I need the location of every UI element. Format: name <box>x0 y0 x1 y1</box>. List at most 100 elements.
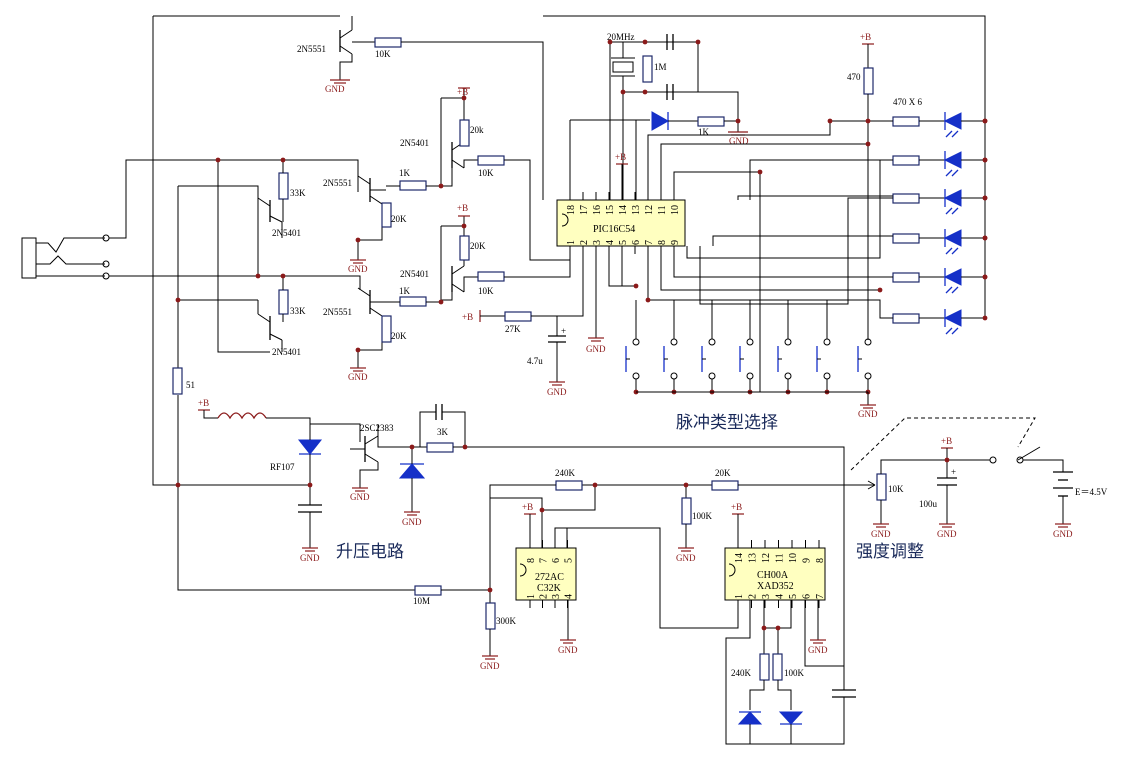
transistor-q-top: 2N5551 GND 10K <box>297 16 544 200</box>
gnd-label: GND <box>547 387 567 397</box>
ic-pin-number: 6 <box>631 240 642 245</box>
ic-pin-number: 18 <box>566 205 577 215</box>
ic-pin-number: 14 <box>618 205 629 215</box>
r-1k-led: 1K <box>698 127 710 137</box>
pulse-key[interactable] <box>663 300 678 395</box>
ic-pin-number: 2 <box>539 594 550 599</box>
u2-line2: C32K <box>537 583 562 594</box>
q-2n5401-d: 2N5401 <box>272 347 301 357</box>
r-1k-a: 1K <box>399 168 411 178</box>
r-20k-b: 20K <box>470 241 486 251</box>
ic-pin-number: 14 <box>734 553 745 563</box>
ic-pin-number: 5 <box>564 558 575 563</box>
r-20k-a2: 20K <box>391 214 407 224</box>
gnd-label: GND <box>300 553 320 563</box>
pulse-key[interactable] <box>816 300 831 395</box>
pulse-key[interactable] <box>857 300 872 395</box>
led-row <box>892 189 988 215</box>
ic-pin-number: 5 <box>788 594 799 599</box>
ic-pin-number: 5 <box>618 240 629 245</box>
ic-pin-number: 2 <box>579 240 590 245</box>
ic-pin-number: 2 <box>748 594 759 599</box>
ic-pin-number: 17 <box>579 205 590 215</box>
ic-pin-number: 4 <box>564 594 575 599</box>
r-240k-a: 240K <box>555 468 576 478</box>
ic-pin-number: 12 <box>761 553 772 563</box>
battery-label: E＝4.5V <box>1075 487 1108 497</box>
audio-jack <box>21 234 110 280</box>
r-33k-a: 33K <box>290 188 306 198</box>
ic-pin-number: 10 <box>788 553 799 563</box>
r-20k-a: 20k <box>470 125 484 135</box>
q-top-label: 2N5551 <box>297 44 326 54</box>
svg-text:+: + <box>951 467 956 477</box>
led-row <box>892 151 988 177</box>
pulse-selector: GND 脉冲类型选择 <box>625 300 878 433</box>
r-20k-b2: 20K <box>391 331 407 341</box>
gnd-label: GND <box>586 344 606 354</box>
plus-b-label: +B <box>198 398 209 408</box>
plus-b-label: +B <box>860 32 871 42</box>
r-10k-pot: 10K <box>888 484 904 494</box>
svg-text:+: + <box>561 326 566 336</box>
r-1k-b: 1K <box>399 286 411 296</box>
gnd-label: GND <box>348 372 368 382</box>
gnd-label: GND <box>1053 529 1073 539</box>
r-240k-b: 240K <box>731 668 752 678</box>
q-2sc2383-label: 2SC2383 <box>360 423 394 433</box>
ic-pin-number: 4 <box>605 240 616 245</box>
pulse-key[interactable] <box>777 300 792 395</box>
plus-b-label: +B <box>462 312 473 322</box>
mcu-name: PIC16C54 <box>593 224 635 235</box>
q-2n5551-a: 2N5551 <box>323 178 352 188</box>
ic-pin-number: 8 <box>657 240 668 245</box>
ic-pin-number: 1 <box>734 594 745 599</box>
r-3k-label: 3K <box>437 427 449 437</box>
pulse-key[interactable] <box>701 300 716 395</box>
gnd-label: GND <box>325 84 345 94</box>
ic-pin-number: 15 <box>605 205 616 215</box>
led-row <box>892 229 988 255</box>
ic-pin-number: 11 <box>657 205 668 215</box>
pulse-key[interactable] <box>739 300 754 395</box>
section-intensity: 强度调整 <box>856 542 924 562</box>
section-boost: 升压电路 <box>336 542 404 562</box>
led-row <box>892 309 988 335</box>
r-10k-a: 10K <box>478 168 494 178</box>
ic-pin-number: 8 <box>815 558 826 563</box>
ic-pin-number: 16 <box>592 205 603 215</box>
q-2n5401-a: 2N5401 <box>400 138 429 148</box>
gnd-label: GND <box>402 517 422 527</box>
gnd-label: GND <box>350 492 370 502</box>
junctions <box>175 39 988 631</box>
ic-pin-number: 13 <box>631 205 642 215</box>
ic-pin-number: 12 <box>644 205 655 215</box>
ic-pin-number: 3 <box>761 594 772 599</box>
gnd-label: GND <box>558 645 578 655</box>
c-100u-label: 100u <box>919 499 938 509</box>
gnd-label: GND <box>480 661 500 671</box>
plus-b-label: +B <box>522 502 533 512</box>
ic-pin-number: 6 <box>802 594 813 599</box>
r-51-label: 51 <box>186 380 195 390</box>
ic-pin-number: 9 <box>670 240 681 245</box>
plus-b-label: +B <box>457 203 468 213</box>
pulse-key[interactable] <box>625 300 640 395</box>
r-27k-label: 27K <box>505 324 521 334</box>
q-2n5401-c: 2N5401 <box>400 269 429 279</box>
ic-pin-number: 7 <box>815 594 826 599</box>
ic-pin-number: 7 <box>644 240 655 245</box>
gnd-label: GND <box>937 529 957 539</box>
d-rf107-label: RF107 <box>270 462 295 472</box>
ic-pin-number: 3 <box>551 594 562 599</box>
lower-driver: +B 2N5401 20K 10K 2N5551 20K 1K GND 33K <box>257 203 571 382</box>
r-top-label: 10K <box>375 49 391 59</box>
r-10m-label: 10M <box>413 596 430 606</box>
led-row <box>892 268 988 294</box>
r-470-label: 470 <box>847 72 861 82</box>
gnd-label: GND <box>348 264 368 274</box>
